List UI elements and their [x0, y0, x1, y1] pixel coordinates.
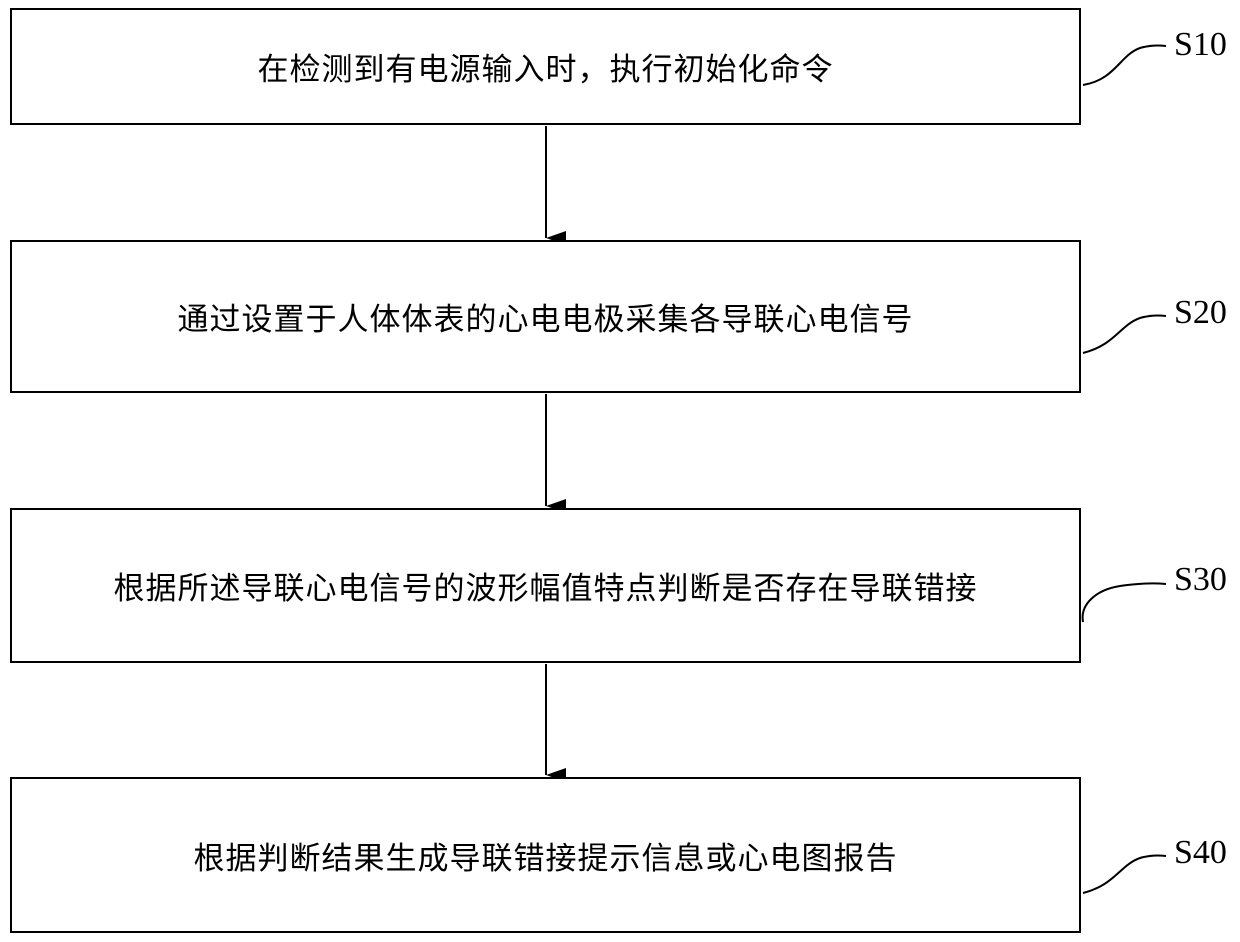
step-box-s10: 在检测到有电源输入时，执行初始化命令 — [10, 8, 1081, 125]
leader-line-s20 — [1083, 315, 1166, 353]
leader-line-s40 — [1083, 855, 1166, 893]
step-text: 根据判断结果生成导联错接提示信息或心电图报告 — [194, 833, 898, 878]
step-label-s10: S10 — [1174, 26, 1227, 64]
step-box-s20: 通过设置于人体体表的心电电极采集各导联心电信号 — [10, 240, 1081, 393]
leader-line-s10 — [1083, 45, 1166, 85]
step-label-s30: S30 — [1174, 561, 1227, 599]
step-text: 根据所述导联心电信号的波形幅值特点判断是否存在导联错接 — [114, 563, 978, 608]
step-label-s20: S20 — [1174, 294, 1227, 332]
step-label-s40: S40 — [1174, 834, 1227, 872]
step-text: 通过设置于人体体表的心电电极采集各导联心电信号 — [178, 294, 914, 339]
leader-line-s30 — [1083, 583, 1166, 622]
step-text: 在检测到有电源输入时，执行初始化命令 — [258, 44, 834, 89]
step-box-s40: 根据判断结果生成导联错接提示信息或心电图报告 — [10, 777, 1081, 933]
step-box-s30: 根据所述导联心电信号的波形幅值特点判断是否存在导联错接 — [10, 508, 1081, 663]
